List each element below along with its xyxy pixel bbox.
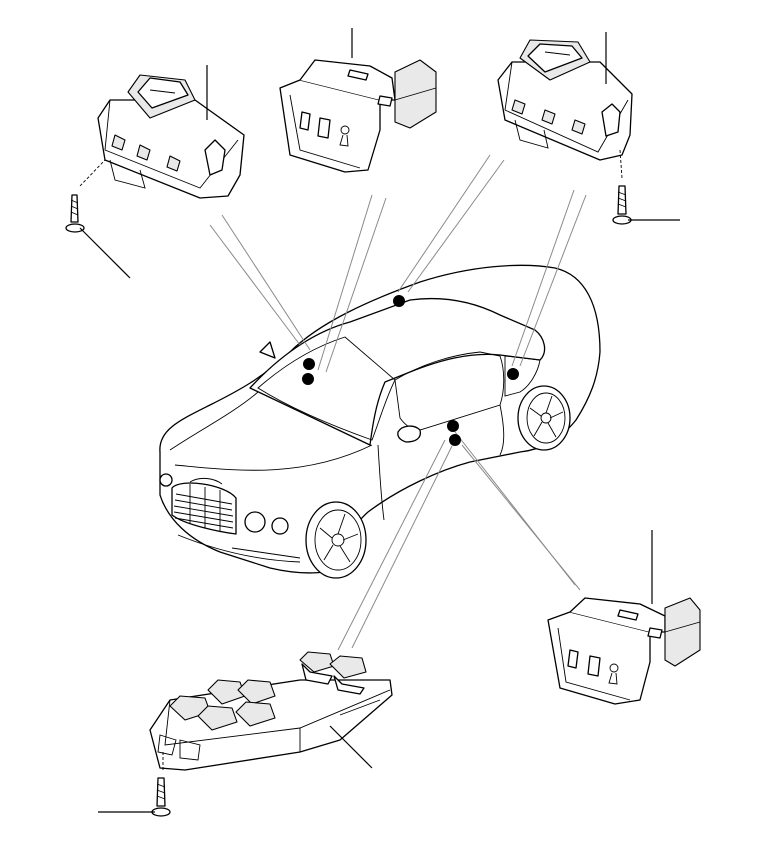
front-window-switch-right: [497, 32, 633, 179]
interior-lamp-switch-door: [547, 530, 701, 705]
marker-front-left-2: [302, 373, 314, 385]
screw-icon: [98, 777, 171, 817]
marker-door-2: [449, 434, 461, 446]
marker-roof: [393, 295, 405, 307]
marker-door-1: [447, 420, 459, 432]
marker-rear-right: [507, 368, 519, 380]
car-illustration: [159, 264, 601, 579]
screw-icon: [65, 194, 131, 279]
driver-window-switch-pack: [149, 651, 393, 772]
marker-front-left: [303, 358, 315, 370]
location-markers: [302, 295, 519, 446]
interior-lamp-switch-top: [279, 28, 437, 173]
screw-icon: [612, 185, 680, 225]
front-window-switch-left: [79, 65, 245, 199]
callout-lines: [209, 154, 587, 651]
